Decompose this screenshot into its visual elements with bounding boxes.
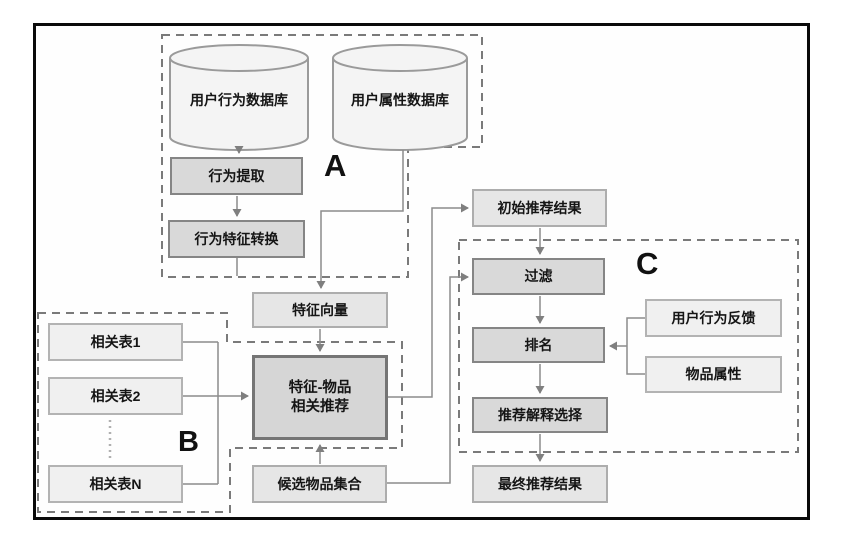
node-user-attr-db: 用户属性数据库	[351, 92, 449, 108]
node-rec-explain-select: 推荐解释选择	[472, 397, 608, 433]
database-cylinder-user-behavior	[169, 44, 309, 151]
node-item-attributes: 物品属性	[645, 356, 782, 393]
node-feature-vector: 特征向量	[252, 292, 388, 328]
node-filter: 过滤	[472, 258, 605, 295]
node-ranking: 排名	[472, 327, 605, 363]
node-related-table-1: 相关表1	[48, 323, 183, 361]
node-behavior-extract: 行为提取	[170, 157, 303, 195]
region-b-label: B	[178, 426, 199, 458]
node-related-table-n: 相关表N	[48, 465, 183, 503]
region-c-label: C	[636, 246, 659, 281]
node-related-table-2: 相关表2	[48, 377, 183, 415]
node-behavior-feature-convert: 行为特征转换	[168, 220, 305, 258]
node-feature-item-rec: 特征-物品 相关推荐	[252, 355, 388, 440]
node-candidate-item-set: 候选物品集合	[252, 465, 387, 503]
node-final-rec-result: 最终推荐结果	[472, 465, 608, 503]
region-b-outline	[37, 312, 403, 513]
database-cylinder-user-attr	[332, 44, 468, 151]
region-c-outline	[458, 239, 799, 453]
diagram-connectors	[108, 146, 645, 485]
node-initial-rec-result: 初始推荐结果	[472, 189, 607, 227]
node-user-behavior-db: 用户行为数据库	[190, 92, 288, 108]
region-a-label: A	[324, 148, 347, 183]
node-user-behavior-feedback: 用户行为反馈	[645, 299, 782, 337]
